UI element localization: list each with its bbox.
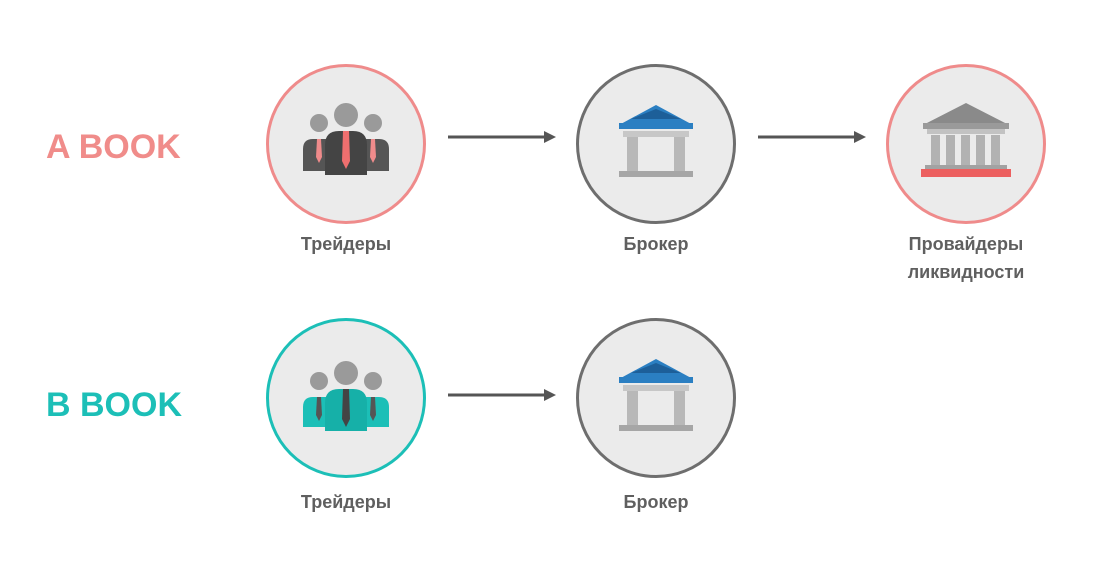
caption-traders-a: Трейдеры — [300, 234, 392, 254]
traders-icon — [303, 103, 389, 175]
caption-broker-a: Брокер — [623, 234, 689, 254]
node-traders-b — [266, 318, 426, 478]
node-broker-a — [576, 64, 736, 224]
row-label-a-book: A BOOK — [46, 128, 181, 166]
caption-broker-b: Брокер — [623, 492, 689, 512]
caption-liquidity-providers-line1: Провайдеры — [908, 234, 1024, 254]
arrow-traders-to-broker-b — [448, 388, 558, 402]
arrow-traders-to-broker-a — [448, 130, 558, 144]
arrow-broker-to-providers-a — [758, 130, 868, 144]
traders-icon — [303, 361, 389, 431]
caption-liquidity-providers-line2: ликвидности — [907, 262, 1025, 282]
liquidity-provider-bank-icon — [921, 103, 1011, 177]
row-label-b-book: B BOOK — [46, 386, 182, 424]
broker-bank-icon — [619, 105, 693, 177]
broker-bank-icon — [619, 359, 693, 431]
node-liquidity-providers-a — [886, 64, 1046, 224]
caption-traders-b: Трейдеры — [300, 492, 392, 512]
node-traders-a — [266, 64, 426, 224]
caption-liquidity-providers-a: Провайдеры ликвидности — [856, 230, 1076, 286]
node-broker-b — [576, 318, 736, 478]
